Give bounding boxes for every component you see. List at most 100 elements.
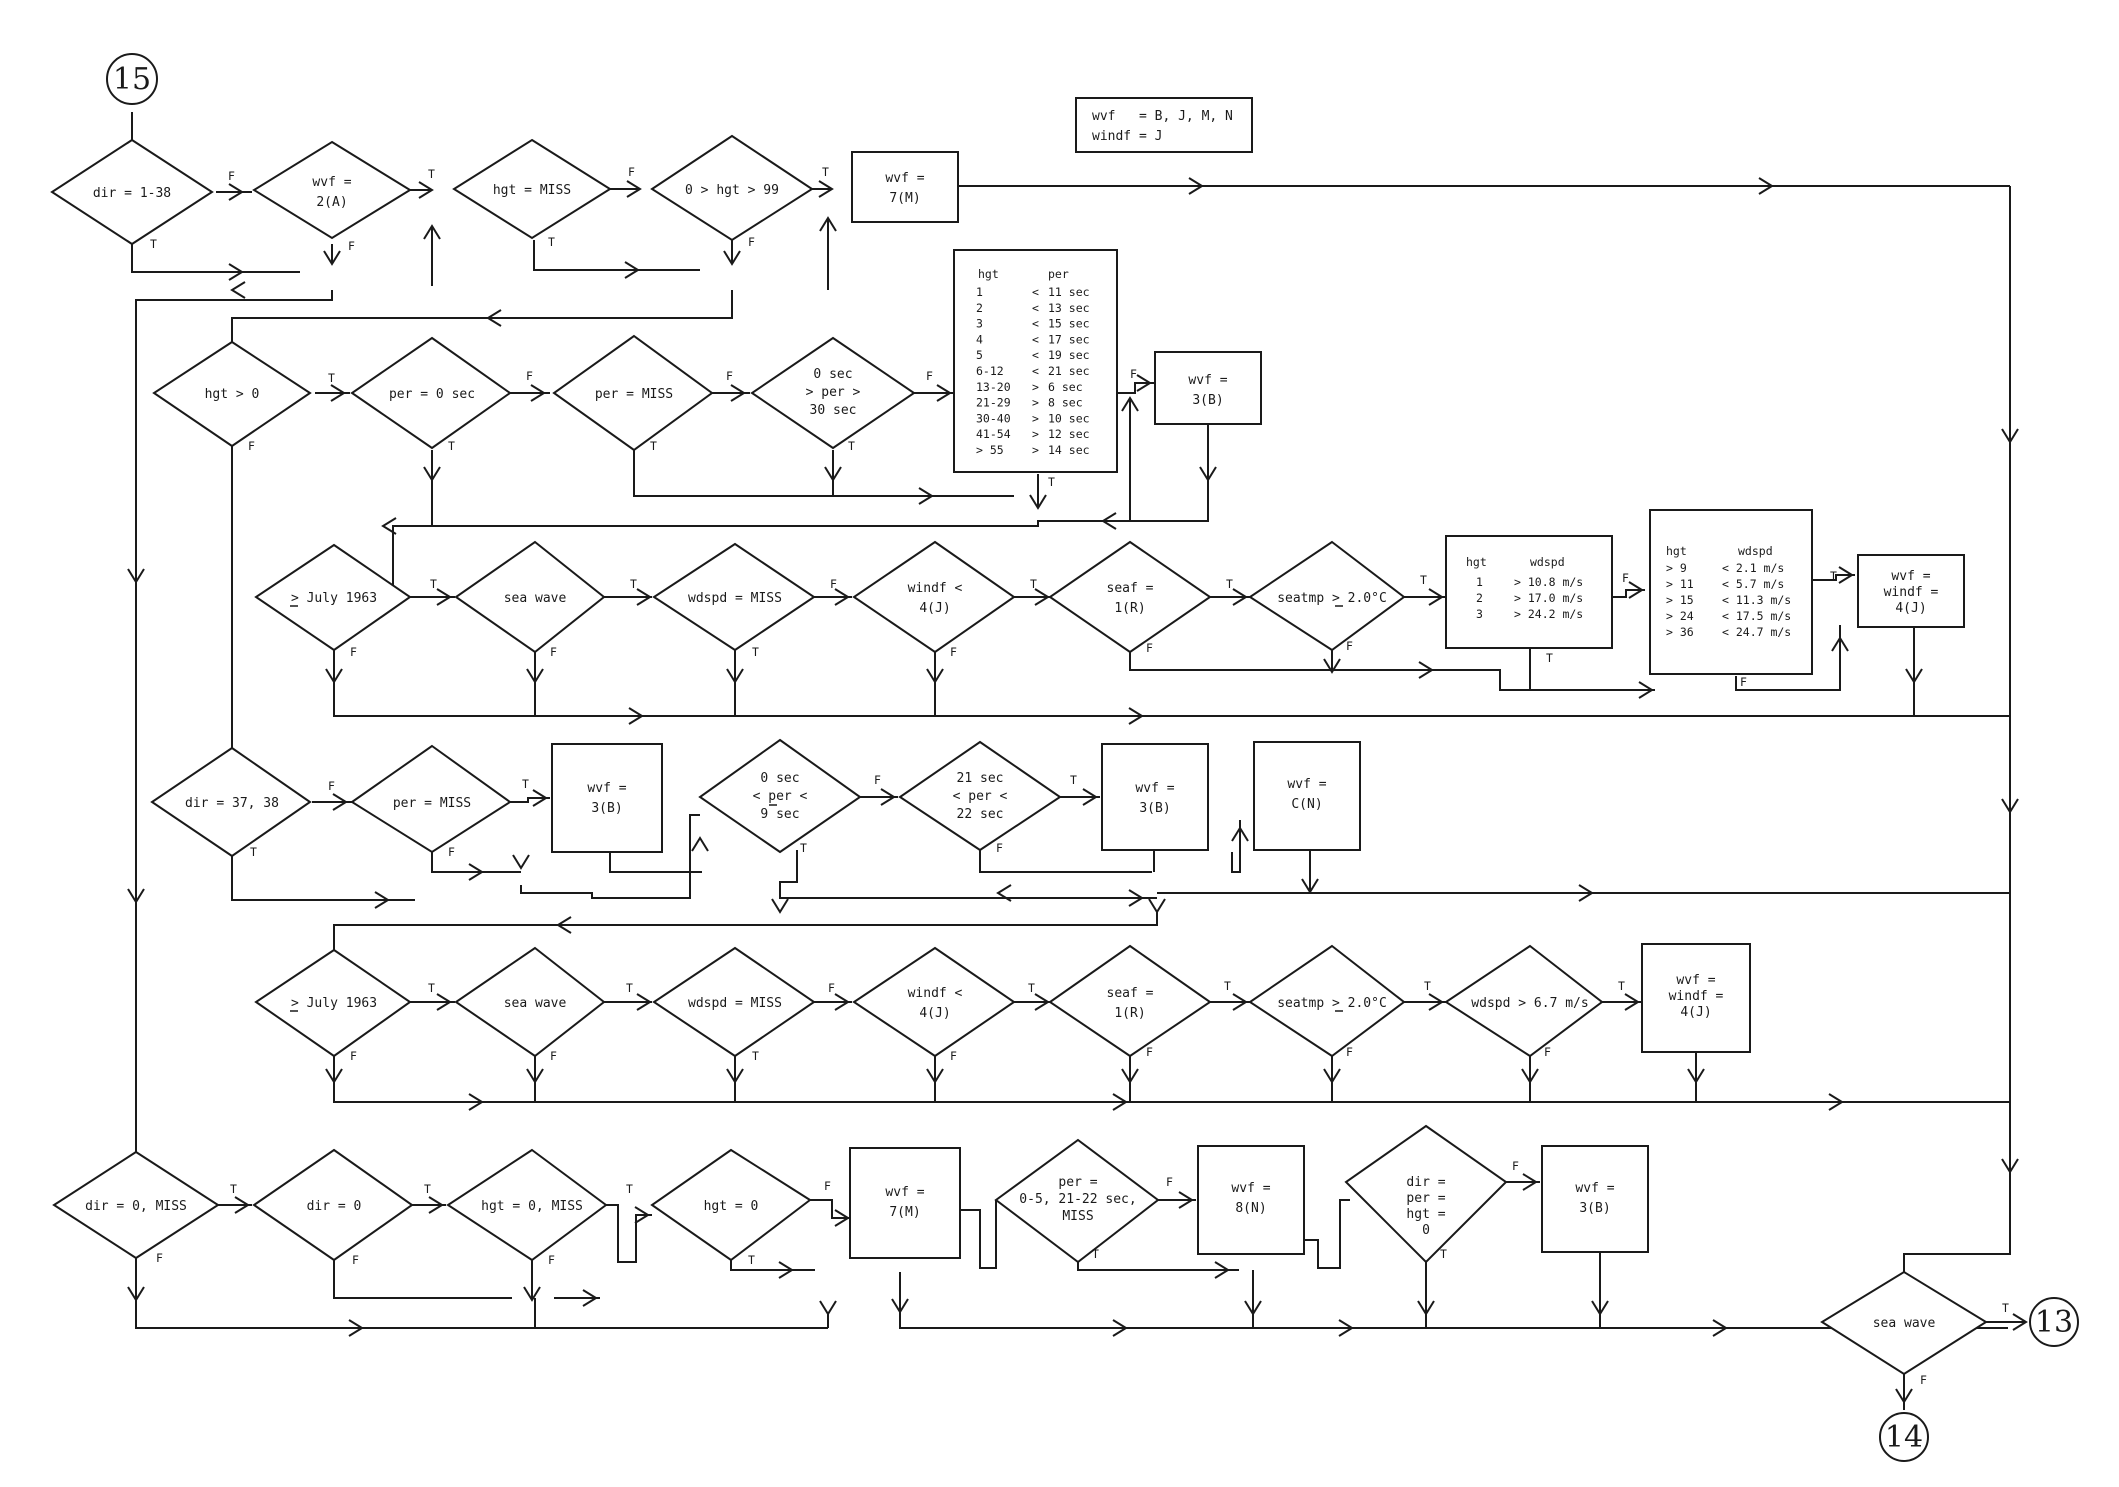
svg-text:T: T <box>448 439 455 453</box>
svg-text:T: T <box>548 235 555 249</box>
table-cell-hgt: 1 <box>1476 575 1483 589</box>
svg-text:3(B): 3(B) <box>1139 801 1170 816</box>
svg-text:seaf =: seaf = <box>1107 581 1154 596</box>
svg-text:F: F <box>248 439 255 453</box>
decision-wdspd-miss-row3: wdspd = MISS <box>652 542 816 652</box>
svg-text:T: T <box>1830 569 1837 583</box>
table-cell-operator: > <box>1032 396 1039 410</box>
table-cell-per: 6 sec <box>1048 380 1083 394</box>
svg-text:< per <: < per < <box>953 789 1008 804</box>
decision-hgt-gt-0: hgt > 0 <box>152 340 312 448</box>
svg-text:0 sec: 0 sec <box>760 771 799 786</box>
svg-text:F: F <box>1622 571 1629 585</box>
svg-text:F: F <box>526 369 533 383</box>
svg-text:T: T <box>424 1182 431 1196</box>
svg-text:hgt: hgt <box>1466 555 1487 569</box>
svg-text:F: F <box>726 369 733 383</box>
svg-text:per = 0 sec: per = 0 sec <box>389 387 475 402</box>
svg-text:F: F <box>1166 1175 1173 1189</box>
svg-text:per = MISS: per = MISS <box>595 387 673 402</box>
decision-seaf-row5: seaf = 1(R) <box>1048 944 1212 1058</box>
svg-text:F: F <box>328 779 335 793</box>
svg-text:wdspd > 6.7 m/s: wdspd > 6.7 m/s <box>1471 996 1588 1011</box>
svg-text:2(A): 2(A) <box>316 195 347 210</box>
decision-sea-wave-final: sea wave <box>1820 1270 1988 1376</box>
svg-text:sea wave: sea wave <box>504 996 567 1011</box>
table-cell-wdspd: < 5.7 m/s <box>1722 577 1784 591</box>
svg-text:wvf =: wvf = <box>885 171 924 186</box>
svg-text:1(R): 1(R) <box>1114 601 1145 616</box>
svg-text:T: T <box>1028 981 1035 995</box>
svg-text:14: 14 <box>1885 1420 1923 1455</box>
svg-text:13: 13 <box>2035 1305 2073 1340</box>
table-cell-hgt: 41-54 <box>976 427 1011 441</box>
svg-text:F: F <box>548 1253 555 1267</box>
table-cell-hgt: > 24 <box>1666 609 1694 623</box>
table-cell-per: 21 sec <box>1048 364 1090 378</box>
table-cell-hgt: > 55 <box>976 443 1004 457</box>
legend-box: wvf = B, J, M, N windf = J <box>1075 97 1253 153</box>
svg-text:hgt = MISS: hgt = MISS <box>493 183 571 198</box>
svg-text:T: T <box>1226 577 1233 591</box>
decision-per-0: per = 0 sec <box>350 336 512 450</box>
table-cell-per: 19 sec <box>1048 348 1090 362</box>
svg-text:T: T <box>250 845 257 859</box>
connector-start: 15 <box>106 53 158 105</box>
svg-text:T: T <box>752 645 759 659</box>
decision-windf-row3: windf < 4(J) <box>852 540 1016 654</box>
table-cell-operator: < <box>1032 285 1039 299</box>
process-wvf-8n: wvf = 8(N) <box>1197 1145 1305 1255</box>
svg-text:wvf =: wvf = <box>1676 973 1715 988</box>
table-cell-wdspd: > 17.0 m/s <box>1514 591 1583 605</box>
connector-sea-wave-true: 13 <box>2029 1297 2079 1347</box>
svg-text:T: T <box>1424 979 1431 993</box>
table-cell-hgt: 30-40 <box>976 411 1011 425</box>
svg-text:T: T <box>428 167 435 181</box>
svg-text:T: T <box>1030 577 1037 591</box>
table-cell-operator: > <box>1032 443 1039 457</box>
decision-hgt-0: hgt = 0 <box>650 1148 812 1262</box>
table-cell-hgt: > 36 <box>1666 625 1694 639</box>
table-cell-per: 11 sec <box>1048 285 1090 299</box>
svg-text:F: F <box>228 169 235 183</box>
svg-text:hgt = 0: hgt = 0 <box>704 1199 759 1214</box>
decision-wdspd-gt-6-7: wdspd > 6.7 m/s <box>1444 944 1604 1058</box>
svg-text:wvf =: wvf = <box>1135 781 1174 796</box>
svg-text:F: F <box>350 1049 357 1063</box>
svg-text:T: T <box>328 371 335 385</box>
svg-text:wdspd: wdspd <box>1738 544 1773 558</box>
svg-text:F: F <box>448 845 455 859</box>
table-hgt-wdspd-b: hgt wdspd > 9< 2.1 m/s> 11< 5.7 m/s> 15<… <box>1649 509 1813 675</box>
svg-text:per: per <box>1048 267 1069 281</box>
svg-text:T: T <box>1420 573 1427 587</box>
svg-text:MISS: MISS <box>1062 1209 1093 1224</box>
connector-lines <box>131 112 2026 1410</box>
process-wvf-cn: wvf = C(N) <box>1253 741 1361 851</box>
svg-text:4(J): 4(J) <box>1680 1005 1711 1020</box>
table-cell-per: 14 sec <box>1048 443 1090 457</box>
svg-text:wvf =: wvf = <box>1575 1181 1614 1196</box>
decision-windf-row5: windf < 4(J) <box>852 946 1016 1058</box>
svg-text:F: F <box>748 235 755 249</box>
decision-per-21-22: 21 sec < per < 22 sec <box>898 740 1062 852</box>
svg-text:T: T <box>848 439 855 453</box>
svg-text:windf = J: windf = J <box>1092 129 1162 144</box>
decision-dir-0: dir = 0 <box>252 1148 414 1262</box>
decision-sea-wave-row5: sea wave <box>454 946 606 1058</box>
table-cell-hgt: > 11 <box>1666 577 1694 591</box>
svg-text:T: T <box>2002 1301 2009 1315</box>
decision-per-miss: per = MISS <box>552 334 714 452</box>
table-cell-wdspd: < 24.7 m/s <box>1722 625 1791 639</box>
decision-sea-wave-row3: sea wave <box>454 540 606 654</box>
process-wvf-3b-row4a: wvf = 3(B) <box>551 743 663 853</box>
svg-text:hgt =: hgt = <box>1406 1207 1445 1222</box>
svg-text:F: F <box>950 645 957 659</box>
branch-labels: F T F T F T T F T F F T F T F T F T T F … <box>150 165 2009 1387</box>
svg-text:F: F <box>1146 641 1153 655</box>
svg-text:< per <: < per < <box>753 789 808 804</box>
svg-text:3(B): 3(B) <box>1579 1201 1610 1216</box>
table-cell-wdspd: < 2.1 m/s <box>1722 561 1784 575</box>
svg-text:21 sec: 21 sec <box>957 771 1004 786</box>
table-cell-operator: > <box>1032 427 1039 441</box>
